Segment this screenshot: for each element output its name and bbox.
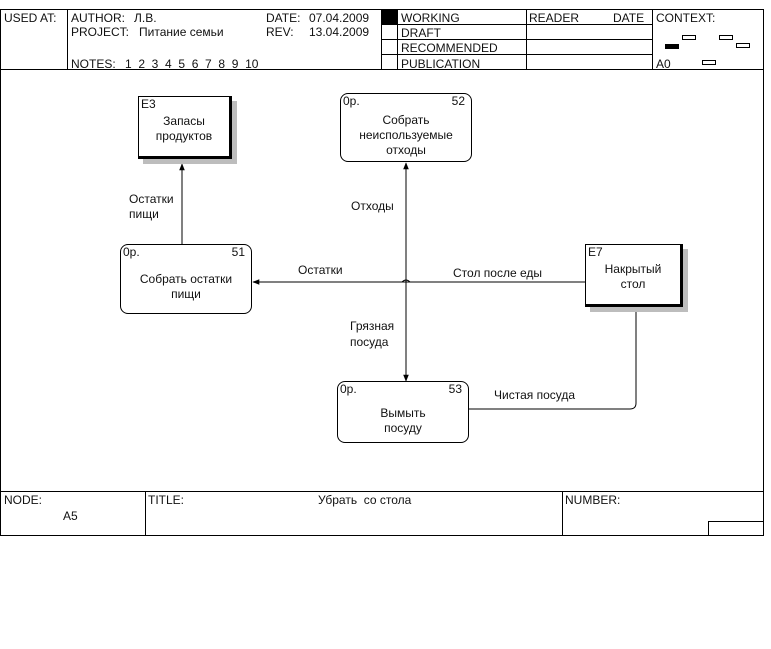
status-rule-1 (381, 24, 652, 25)
rev-label: REV: (266, 25, 294, 39)
notes-label: NOTES: (71, 57, 116, 71)
label-othody: Отходы (351, 199, 394, 213)
node-53-label: Вымыть посуду (380, 406, 426, 435)
date-value: 07.04.2009 (309, 11, 370, 25)
date-label: DATE: (266, 11, 301, 25)
title-label: TITLE: (148, 493, 185, 507)
status-publication[interactable]: PUBLICATION (401, 57, 481, 71)
diagram-frame (0, 9, 764, 536)
status-selected-marker (382, 10, 397, 24)
node-e7-label: Накрытый стол (604, 262, 662, 291)
author-label: AUTHOR: (71, 11, 125, 25)
notes-value: 1 2 3 4 5 6 7 8 9 10 (125, 57, 259, 71)
status-rule-2 (381, 39, 652, 40)
title-value: Убрать со стола (318, 493, 412, 507)
node-51-label: Собрать остатки пищи (139, 272, 233, 301)
context-box-2 (719, 35, 733, 40)
node-e7[interactable]: E7 Накрытый стол (585, 244, 683, 307)
author-value: Л.В. (134, 11, 157, 25)
node-52-cost: 0р. (343, 94, 360, 108)
node-52-label: Собрать неиспользуемые отходы (359, 113, 453, 157)
node-value: A5 (63, 509, 78, 523)
status-rule-3 (381, 54, 652, 55)
reader-date-label: DATE (613, 11, 645, 25)
label-gryaznaya-posuda: Грязная посуда (350, 319, 395, 349)
node-51[interactable]: 0р. 51 Собрать остатки пищи (120, 244, 252, 314)
node-53[interactable]: 0р. 53 Вымыть посуду (337, 381, 469, 443)
rev-value: 13.04.2009 (309, 25, 370, 39)
node-52[interactable]: 0р. 52 Собрать неиспользуемые отходы (340, 93, 472, 162)
node-51-number: 51 (231, 245, 245, 259)
header-divider-5 (652, 9, 653, 69)
footer-top-rule (0, 491, 764, 492)
label-ostatki: Остатки (298, 263, 343, 277)
node-53-number: 53 (448, 382, 462, 396)
project-value: Питание семьи (139, 25, 224, 39)
context-box-3 (736, 43, 750, 48)
node-e3[interactable]: E3 Запасы продуктов (138, 96, 232, 159)
header-divider-1 (67, 9, 68, 69)
status-draft[interactable]: DRAFT (401, 26, 441, 40)
number-label: NUMBER: (565, 493, 621, 507)
node-53-cost: 0р. (340, 382, 357, 396)
node-label: NODE: (4, 493, 43, 507)
footer-divider-2 (562, 491, 563, 536)
node-e3-label: Запасы продуктов (155, 114, 213, 143)
node-e3-id: E3 (141, 97, 156, 111)
node-51-cost: 0р. (123, 245, 140, 259)
context-box-current (665, 44, 679, 49)
footer-divider-1 (145, 491, 146, 536)
junction-bump (401, 279, 411, 283)
status-recommended[interactable]: RECOMMENDED (401, 41, 498, 55)
project-label: PROJECT: (71, 25, 130, 39)
label-stol-posle-edy: Стол после еды (453, 266, 542, 280)
label-chistaya-posuda: Чистая посуда (494, 388, 576, 402)
status-working[interactable]: WORKING (401, 11, 460, 25)
node-52-number: 52 (451, 94, 465, 108)
context-box-4 (702, 60, 716, 65)
node-e7-id: E7 (588, 245, 603, 259)
header-bottom-rule (0, 69, 764, 70)
context-node: A0 (656, 57, 671, 71)
context-label: CONTEXT: (656, 11, 716, 25)
used-at-label: USED AT: (4, 11, 57, 25)
label-ostatki-pishi: Остатки пищи (129, 192, 174, 221)
number-box (708, 521, 763, 535)
arrow-chistaya-posuda (468, 303, 639, 410)
reader-label: READER (529, 11, 580, 25)
context-box-1 (682, 35, 696, 40)
